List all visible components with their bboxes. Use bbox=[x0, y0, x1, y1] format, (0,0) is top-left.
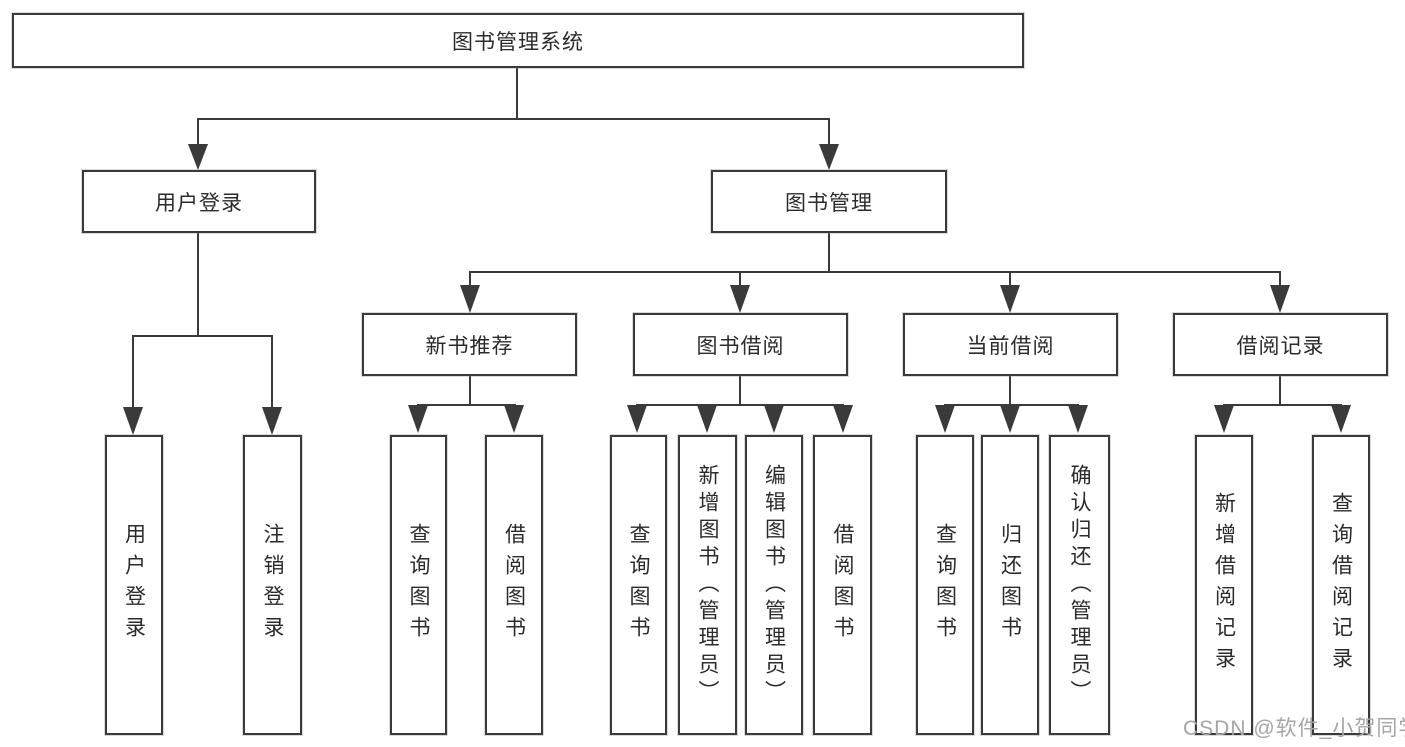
leaf-query-books-borrowing: 查询图书 bbox=[610, 435, 667, 735]
arrowhead-down-icon bbox=[1000, 285, 1020, 313]
node-label: 当前借阅 bbox=[966, 334, 1055, 358]
connector-line bbox=[739, 271, 741, 287]
connector-line bbox=[828, 118, 830, 145]
arrowhead-down-icon bbox=[1000, 405, 1020, 433]
arrowhead-down-icon bbox=[1068, 405, 1088, 433]
connector-line bbox=[739, 376, 741, 406]
connector-line bbox=[132, 335, 273, 337]
connector-line bbox=[132, 335, 134, 408]
arrowhead-down-icon bbox=[262, 407, 282, 435]
connector-line bbox=[828, 233, 830, 273]
node-label: 查询图书 bbox=[627, 523, 650, 647]
node-current-borrowing: 当前借阅 bbox=[903, 313, 1118, 376]
leaf-add-borrow-record: 新增借阅记录 bbox=[1195, 435, 1253, 735]
node-label: 确认归还（管理员） bbox=[1068, 463, 1091, 707]
leaf-borrow-books-borrowing: 借阅图书 bbox=[813, 435, 872, 735]
node-label: 注销登录 bbox=[261, 523, 284, 647]
node-library-management-system: 图书管理系统 bbox=[12, 13, 1024, 68]
arrowhead-down-icon bbox=[408, 405, 428, 433]
connector-line bbox=[197, 233, 199, 337]
connector-line bbox=[1223, 404, 1342, 406]
connector-line bbox=[469, 271, 1281, 273]
connector-line bbox=[1009, 271, 1011, 287]
arrowhead-down-icon bbox=[697, 405, 717, 433]
node-label: 新增图书（管理员） bbox=[696, 463, 719, 707]
connector-line bbox=[271, 335, 273, 408]
leaf-return-book: 归还图书 bbox=[981, 435, 1039, 735]
csdn-watermark: CSDN @软件_小贺同学 bbox=[1183, 717, 1405, 740]
leaf-query-books-recommend: 查询图书 bbox=[390, 435, 447, 735]
node-label: 查询图书 bbox=[933, 523, 957, 647]
node-borrowing-records: 借阅记录 bbox=[1173, 313, 1388, 376]
arrowhead-down-icon bbox=[935, 405, 955, 433]
leaf-user-login: 用户登录 bbox=[105, 435, 163, 735]
arrowhead-down-icon bbox=[1214, 405, 1234, 433]
leaf-logout: 注销登录 bbox=[243, 435, 302, 735]
node-label: 新书推荐 bbox=[425, 334, 514, 358]
arrowhead-down-icon bbox=[504, 405, 524, 433]
leaf-add-book-admin: 新增图书（管理员） bbox=[678, 435, 737, 735]
node-label: 用户登录 bbox=[155, 191, 243, 215]
leaf-query-books-current: 查询图书 bbox=[916, 435, 974, 735]
connector-line bbox=[1279, 271, 1281, 287]
node-label: 归还图书 bbox=[998, 523, 1022, 647]
connector-line bbox=[1009, 376, 1011, 406]
connector-line bbox=[469, 271, 471, 287]
node-new-book-recommendation: 新书推荐 bbox=[362, 313, 577, 376]
leaf-confirm-return-admin: 确认归还（管理员） bbox=[1049, 435, 1110, 735]
node-label: 新增借阅记录 bbox=[1212, 492, 1236, 678]
node-label: 编辑图书（管理员） bbox=[762, 463, 786, 707]
node-label: 借阅记录 bbox=[1236, 334, 1325, 358]
arrowhead-down-icon bbox=[460, 285, 480, 313]
arrowhead-down-icon bbox=[188, 144, 208, 170]
connector-line bbox=[469, 376, 471, 406]
leaf-query-borrow-record: 查询借阅记录 bbox=[1312, 435, 1370, 735]
arrowhead-down-icon bbox=[123, 407, 143, 435]
connector-line bbox=[1279, 376, 1281, 406]
connector-line bbox=[197, 118, 199, 145]
connector-line bbox=[516, 68, 518, 119]
arrowhead-down-icon bbox=[833, 405, 853, 433]
node-label: 图书借阅 bbox=[696, 334, 785, 358]
arrowhead-down-icon bbox=[627, 405, 647, 433]
node-label: 借阅图书 bbox=[502, 523, 526, 647]
connector-line bbox=[197, 118, 830, 120]
node-label: 借阅图书 bbox=[831, 523, 854, 647]
leaf-borrow-books-recommend: 借阅图书 bbox=[485, 435, 543, 735]
node-label: 图书管理系统 bbox=[452, 30, 584, 54]
arrowhead-down-icon bbox=[764, 405, 784, 433]
node-book-borrowing: 图书借阅 bbox=[633, 313, 848, 376]
arrowhead-down-icon bbox=[1331, 405, 1351, 433]
arrowhead-down-icon bbox=[1270, 285, 1290, 313]
node-book-management: 图书管理 bbox=[711, 170, 947, 233]
node-label: 查询借阅记录 bbox=[1329, 492, 1353, 678]
arrowhead-down-icon bbox=[730, 285, 750, 313]
connector-line bbox=[417, 404, 516, 406]
leaf-edit-book-admin: 编辑图书（管理员） bbox=[745, 435, 803, 735]
node-label: 查询图书 bbox=[407, 523, 430, 647]
node-user-login: 用户登录 bbox=[82, 170, 316, 233]
node-label: 图书管理 bbox=[785, 191, 873, 215]
node-label: 用户登录 bbox=[122, 523, 146, 647]
connector-line bbox=[636, 404, 844, 406]
arrowhead-down-icon bbox=[819, 144, 839, 170]
